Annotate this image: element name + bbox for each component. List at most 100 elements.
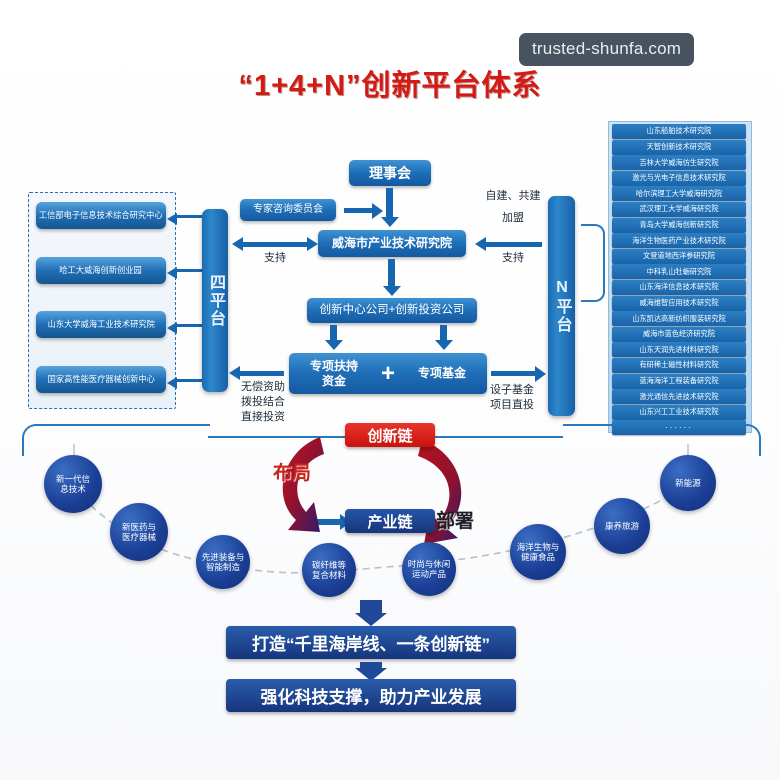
- deploy-arc-arrow: [282, 437, 324, 532]
- special-fund: 专项基金: [397, 366, 487, 380]
- n-platform-item-1[interactable]: 山东船舶技术研究院: [612, 124, 746, 139]
- four-platform-item-4-label: 国家高性能医疗器械创新中心: [47, 373, 155, 384]
- n-platform-item-10-label: 中科乳山牡蛎研究院: [646, 266, 712, 276]
- special-fund-label: 专项基金: [418, 366, 467, 381]
- industry-circle-4-line1: 碳纤维等: [311, 559, 346, 570]
- n-platform-item-2-label: 天智创新技术研究院: [646, 141, 712, 151]
- arrow-to-banner2: [355, 662, 387, 681]
- funds-box[interactable]: 专项扶持 资金 + 专项基金: [289, 353, 487, 394]
- banner-slogan-2: 强化科技支撑，助力产业发展: [226, 679, 516, 712]
- four-platform-item-1[interactable]: 工信部电子信息技术综合研究中心: [36, 202, 166, 229]
- company-box[interactable]: 创新中心公司+创新投资公司: [307, 298, 477, 323]
- layout-arc-arrow: [418, 440, 462, 544]
- special-support-fund-line2: 资金: [321, 373, 346, 388]
- expert-committee-box[interactable]: 专家咨询委员会: [240, 199, 336, 221]
- n-platform-item-10[interactable]: 中科乳山牡蛎研究院: [612, 264, 746, 280]
- industry-circle-6-line1: 海洋生物与: [516, 541, 560, 552]
- n-platform-item-13[interactable]: 山东凯达高新纺织服装研究院: [612, 311, 746, 327]
- cycle-arrows: [282, 437, 462, 544]
- banner-slogan-1-label: 打造“千里海岸线、一条创新链”: [252, 635, 490, 654]
- institute-box[interactable]: 威海市产业技术研究院: [318, 230, 466, 257]
- n-platform-item-5-label: 哈尔滨理工大学威海研究院: [635, 188, 723, 198]
- arrow-to-banner1: [355, 600, 387, 626]
- deploy-label: 部署: [436, 511, 475, 532]
- funding-note-right-line1: 设子基金: [490, 384, 534, 396]
- industry-circle-3[interactable]: 先进装备与 智能制造: [196, 535, 250, 589]
- watermark: trusted-shunfa.com: [519, 33, 695, 66]
- industry-circle-2[interactable]: 新医药与 医疗器械: [110, 503, 168, 561]
- industry-circle-1[interactable]: 新一代信 息技术: [44, 455, 102, 513]
- innovation-chain-ribbon: 创新链: [345, 423, 435, 447]
- arrow-to-four-item-3: [167, 321, 204, 334]
- n-platform-bar: N平台: [548, 196, 575, 416]
- arrow-head: [355, 668, 387, 681]
- n-platform-item-3[interactable]: 吉林大学威海仿生研究院: [612, 155, 746, 171]
- n-platform-item-14-label: 威海市蓝色经济研究院: [643, 329, 715, 339]
- support-left-label: 支持: [264, 252, 286, 264]
- industry-circle-1-line1: 新一代信: [55, 473, 90, 484]
- arrow-shaft: [360, 662, 382, 668]
- arrow-company-to-fund-left: [324, 325, 343, 350]
- n-platform-item-18-label: 激光通信先进技术研究院: [639, 391, 719, 401]
- arrow-head: [355, 613, 387, 626]
- arrow-shaft: [360, 600, 382, 613]
- n-platform-item-7[interactable]: 青岛大学威海创新研究院: [612, 217, 746, 233]
- industry-circle-6[interactable]: 海洋生物与 健康食品: [510, 524, 566, 580]
- n-platform-item-2[interactable]: 天智创新技术研究院: [612, 139, 746, 155]
- n-platform-item-5[interactable]: 哈尔滨理工大学威海研究院: [612, 186, 746, 202]
- industry-circle-7-line1: 康养旅游: [604, 520, 639, 531]
- four-platform-item-3-label: 山东大学威海工业技术研究院: [47, 318, 155, 329]
- four-platform-bar: 四平台: [202, 209, 228, 392]
- four-platform-item-2[interactable]: 哈工大威海创新创业园: [36, 257, 166, 284]
- build-mode-line2: 加盟: [502, 212, 524, 224]
- arrow-expert-to-institute: [344, 202, 383, 219]
- n-platform-item-19[interactable]: 山东兴工工业技术研究院: [612, 404, 746, 420]
- industry-circle-5-line2: 运动产品: [411, 569, 446, 579]
- n-platform-item-6[interactable]: 武汉理工大学威海研究院: [612, 202, 746, 217]
- n-platform-item-14[interactable]: 威海市蓝色经济研究院: [612, 326, 746, 342]
- n-platform-item-6-label: 武汉理工大学威海研究院: [639, 204, 719, 214]
- funding-note-right: 设子基金 项目直投: [477, 383, 547, 413]
- n-platform-item-11[interactable]: 山东海洋信息技术研究院: [612, 280, 746, 295]
- build-mode-line1: 自建、共建: [485, 190, 541, 202]
- n-platform-item-12-label: 威海维智应用技术研究院: [639, 297, 719, 307]
- industry-circle-5[interactable]: 时尚与休闲 运动产品: [402, 542, 456, 596]
- funding-note-left-line3: 直接投资: [241, 410, 285, 423]
- company-label: 创新中心公司+创新投资公司: [319, 303, 465, 316]
- funding-note-left-line2: 拨投结合: [241, 395, 285, 408]
- arrow-company-to-fund-right: [434, 325, 453, 350]
- n-platform-item-17-label: 蓝海海洋工程装备研究院: [639, 375, 719, 385]
- n-platform-bar-label: N平台: [553, 278, 571, 334]
- industry-circle-4-line2: 复合材料: [311, 570, 346, 580]
- n-platform-item-8-label: 海洋生物医药产业技术研究院: [632, 235, 726, 245]
- n-platform-item-4[interactable]: 激光与光电子信息技术研究院: [612, 170, 746, 186]
- n-platform-item-12[interactable]: 威海维智应用技术研究院: [612, 295, 746, 311]
- n-platform-item-16[interactable]: 有研稀土磁性材料研究院: [612, 358, 746, 373]
- n-platform-item-17[interactable]: 蓝海海洋工程装备研究院: [612, 373, 746, 389]
- four-platform-item-4[interactable]: 国家高性能医疗器械创新中心: [36, 366, 166, 393]
- n-platform-item-18[interactable]: 激光通信先进技术研究院: [612, 389, 746, 405]
- four-platform-item-3[interactable]: 山东大学威海工业技术研究院: [36, 311, 166, 338]
- n-platform-item-13-label: 山东凯达高新纺织服装研究院: [632, 313, 726, 323]
- plus-symbol: +: [381, 359, 396, 387]
- four-platform-item-2-label: 哈工大威海创新创业园: [59, 264, 143, 275]
- n-platform-item-20[interactable]: ······: [612, 420, 746, 436]
- n-platform-item-16-label: 有研稀土磁性材料研究院: [639, 360, 719, 370]
- chain-frame-left: [22, 424, 210, 456]
- industry-circle-7[interactable]: 康养旅游: [594, 498, 650, 554]
- n-platform-item-8[interactable]: 海洋生物医药产业技术研究院: [612, 233, 746, 249]
- arrow-to-four-item-2: [167, 266, 204, 279]
- industry-circle-8-line1: 新能源: [675, 477, 701, 488]
- banner-slogan-2-label: 强化科技支撑，助力产业发展: [260, 688, 482, 707]
- layout-label: 布局: [273, 463, 312, 484]
- n-platform-item-9[interactable]: 文登道地西洋参研究院: [612, 248, 746, 264]
- arrow-council-to-institute: [380, 188, 399, 227]
- industry-circle-1-line2: 息技术: [60, 484, 86, 494]
- industry-circle-8[interactable]: 新能源: [660, 455, 716, 511]
- council-box[interactable]: 理事会: [349, 160, 431, 186]
- four-platform-bar-label: 四平台: [207, 273, 224, 328]
- industry-circle-4[interactable]: 碳纤维等 复合材料: [302, 543, 356, 597]
- n-platform-item-15[interactable]: 山东天润先进材料研究院: [612, 342, 746, 358]
- industry-chain-ribbon: 产业链: [345, 509, 435, 533]
